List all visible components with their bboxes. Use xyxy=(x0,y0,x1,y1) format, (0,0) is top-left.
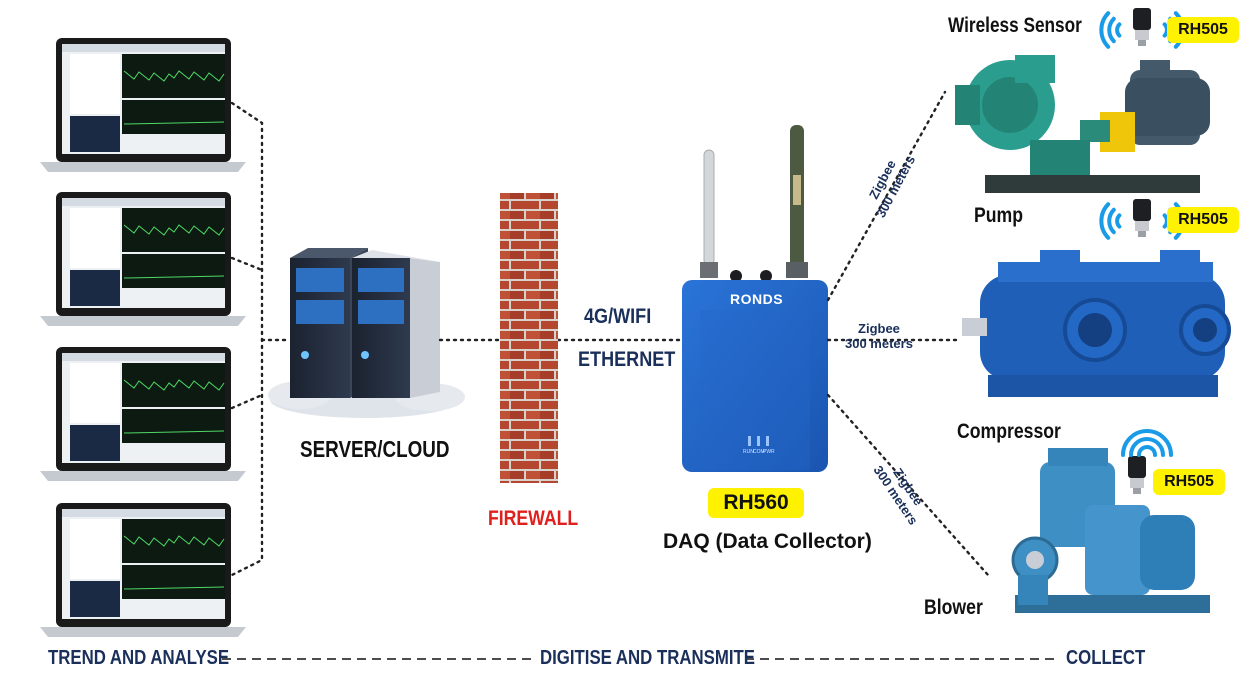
sensor-badge-compressor: RH505 xyxy=(1167,207,1239,233)
trend-line xyxy=(123,70,225,82)
trend-chart-panel xyxy=(122,519,225,563)
trend-chart-panel xyxy=(122,409,225,443)
pump-label: Pump xyxy=(974,204,1024,227)
trend-line xyxy=(123,275,225,279)
link-label-ethernet: ETHERNET xyxy=(578,348,676,371)
pump-machine-icon xyxy=(955,55,1210,193)
wifi-wave xyxy=(1115,22,1122,38)
sensor-blower xyxy=(1128,456,1146,494)
server-cloud-label: SERVER/CLOUD xyxy=(300,436,450,462)
firewall-brick-wall xyxy=(500,193,558,483)
trend-line xyxy=(123,535,225,547)
trend-chart-panel xyxy=(122,565,225,599)
wifi-wave xyxy=(1099,202,1111,240)
app-toolbar xyxy=(62,198,225,206)
zigbee-label-compressor-line1: Zigbee xyxy=(858,321,900,336)
data-table-panel xyxy=(70,270,120,306)
blower-label: Blower xyxy=(924,596,983,619)
trend-line xyxy=(123,379,225,391)
app-tree-panel xyxy=(70,208,120,268)
wireless-sensor-label: Wireless Sensor xyxy=(948,14,1082,37)
laptop-icon-3 xyxy=(40,347,246,481)
compressor-label: Compressor xyxy=(957,420,1061,443)
app-toolbar xyxy=(62,509,225,517)
daq-led-pwr: PWR xyxy=(763,449,775,455)
sensor-group xyxy=(1099,8,1185,494)
sensor-body xyxy=(1133,199,1151,221)
sensor-pump xyxy=(1133,8,1151,46)
app-tree-panel xyxy=(70,54,120,114)
sensor-compressor xyxy=(1133,199,1151,237)
wifi-wave xyxy=(1099,11,1111,49)
daq-caption: DAQ (Data Collector) xyxy=(663,530,872,553)
app-tree-panel xyxy=(70,363,120,423)
wifi-wave xyxy=(1137,445,1157,457)
data-table-panel xyxy=(70,581,120,617)
daq-model-badge: RH560 xyxy=(708,488,804,518)
laptop-base xyxy=(40,316,246,326)
laptop-icon-1 xyxy=(40,38,246,172)
sensor-badge-pump: RH505 xyxy=(1167,17,1239,43)
wifi-wave xyxy=(1162,213,1169,229)
laptop-base xyxy=(40,471,246,481)
laptop-base xyxy=(40,162,246,172)
laptop-group xyxy=(40,38,246,637)
wifi-wave xyxy=(1129,437,1165,457)
sensor-body xyxy=(1128,456,1146,478)
wifi-wave xyxy=(1115,213,1122,229)
wifi-wave xyxy=(1107,207,1116,235)
trend-chart-panel xyxy=(122,254,225,288)
app-toolbar xyxy=(62,44,225,52)
daq-led-com: COM xyxy=(753,449,765,455)
wifi-wave xyxy=(1107,16,1116,44)
blower-machine-icon xyxy=(1011,448,1210,613)
zigbee-connector-lines xyxy=(826,90,990,577)
trend-line xyxy=(123,430,225,434)
trend-chart-panel xyxy=(122,363,225,407)
sensor-body xyxy=(1133,8,1151,30)
trend-line xyxy=(123,121,225,125)
daq-device-icon xyxy=(682,125,828,472)
trend-chart-panel xyxy=(122,208,225,252)
sensor-thread xyxy=(1138,40,1146,46)
stage-label-trend-analyse: TREND AND ANALYSE xyxy=(48,647,230,669)
wifi-wave xyxy=(1121,429,1173,457)
zigbee-label-compressor: Zigbee 300 meters xyxy=(845,321,913,351)
stage-label-collect: COLLECT xyxy=(1066,647,1146,669)
data-table-panel xyxy=(70,116,120,152)
sensor-mount xyxy=(1130,478,1144,488)
sensor-mount xyxy=(1135,221,1149,231)
laptop-base xyxy=(40,627,246,637)
sensor-badge-blower: RH505 xyxy=(1153,469,1225,495)
app-tree-panel xyxy=(70,519,120,579)
server-cloud-icon xyxy=(268,248,465,418)
laptop-connector-lines xyxy=(230,101,292,577)
firewall-label: FIREWALL xyxy=(488,507,579,530)
trend-line xyxy=(123,224,225,236)
laptop-icon-4 xyxy=(40,503,246,637)
trend-chart-panel xyxy=(122,54,225,98)
daq-led-run: RUN xyxy=(743,449,754,455)
sensor-thread xyxy=(1133,488,1141,494)
zigbee-label-compressor-line2: 300 meters xyxy=(845,336,913,351)
trend-line xyxy=(123,586,225,590)
link-label-4g-wifi: 4G/WIFI xyxy=(584,305,652,328)
sensor-thread xyxy=(1138,231,1146,237)
app-toolbar xyxy=(62,353,225,361)
daq-brand-label: RONDS xyxy=(730,291,784,307)
wifi-icon-blower xyxy=(1121,429,1173,457)
sensor-mount xyxy=(1135,30,1149,40)
stage-label-digitise-transmit: DIGITISE AND TRANSMITE xyxy=(540,647,755,669)
laptop-icon-2 xyxy=(40,192,246,326)
compressor-machine-icon xyxy=(962,250,1231,397)
wifi-wave xyxy=(1162,22,1169,38)
data-table-panel xyxy=(70,425,120,461)
trend-chart-panel xyxy=(122,100,225,134)
